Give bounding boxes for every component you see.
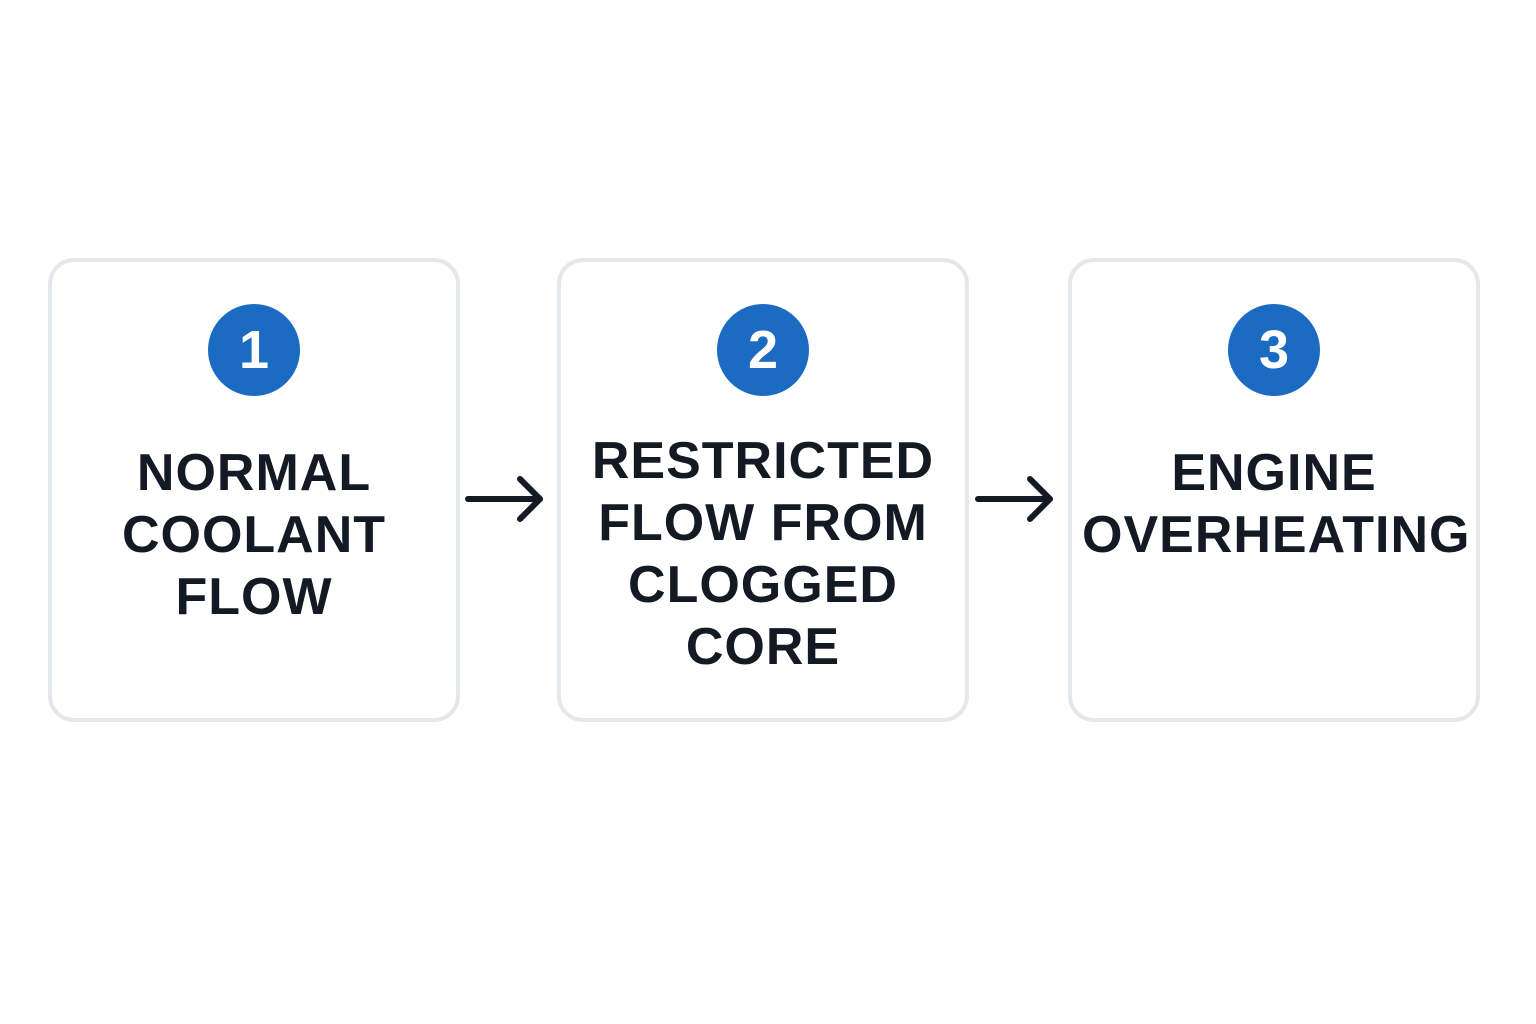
step-label-2-line-4: CORE [685,618,841,676]
arrow-right-icon [975,476,1053,522]
step-label-2: RESTRICTED FLOW FROM CLOGGED CORE [571,430,955,678]
step-card-2: 2 RESTRICTED FLOW FROM CLOGGED CORE [557,258,969,722]
step-number-badge-1: 1 [208,304,300,396]
step-label-2-line-2: FLOW FROM [598,494,928,552]
step-label-1: NORMAL COOLANT FLOW [62,442,446,628]
step-number-badge-2: 2 [717,304,809,396]
step-label-1-line-1: NORMAL [136,444,372,502]
step-label-3: ENGINE OVERHEATING [1082,442,1471,566]
step-number-badge-3: 3 [1228,304,1320,396]
step-label-2-line-1: RESTRICTED [591,432,935,490]
step-label-2-line-3: CLOGGED [628,556,898,614]
step-label-1-line-2: COOLANT [121,506,387,564]
step-card-3: 3 ENGINE OVERHEATING [1068,258,1480,722]
step-label-1-line-3: FLOW [175,568,333,626]
arrow-right-icon [465,476,543,522]
step-card-1: 1 NORMAL COOLANT FLOW [48,258,460,722]
step-label-3-line-2: OVERHEATING [1082,506,1471,564]
step-label-3-line-1: ENGINE [1171,444,1377,502]
